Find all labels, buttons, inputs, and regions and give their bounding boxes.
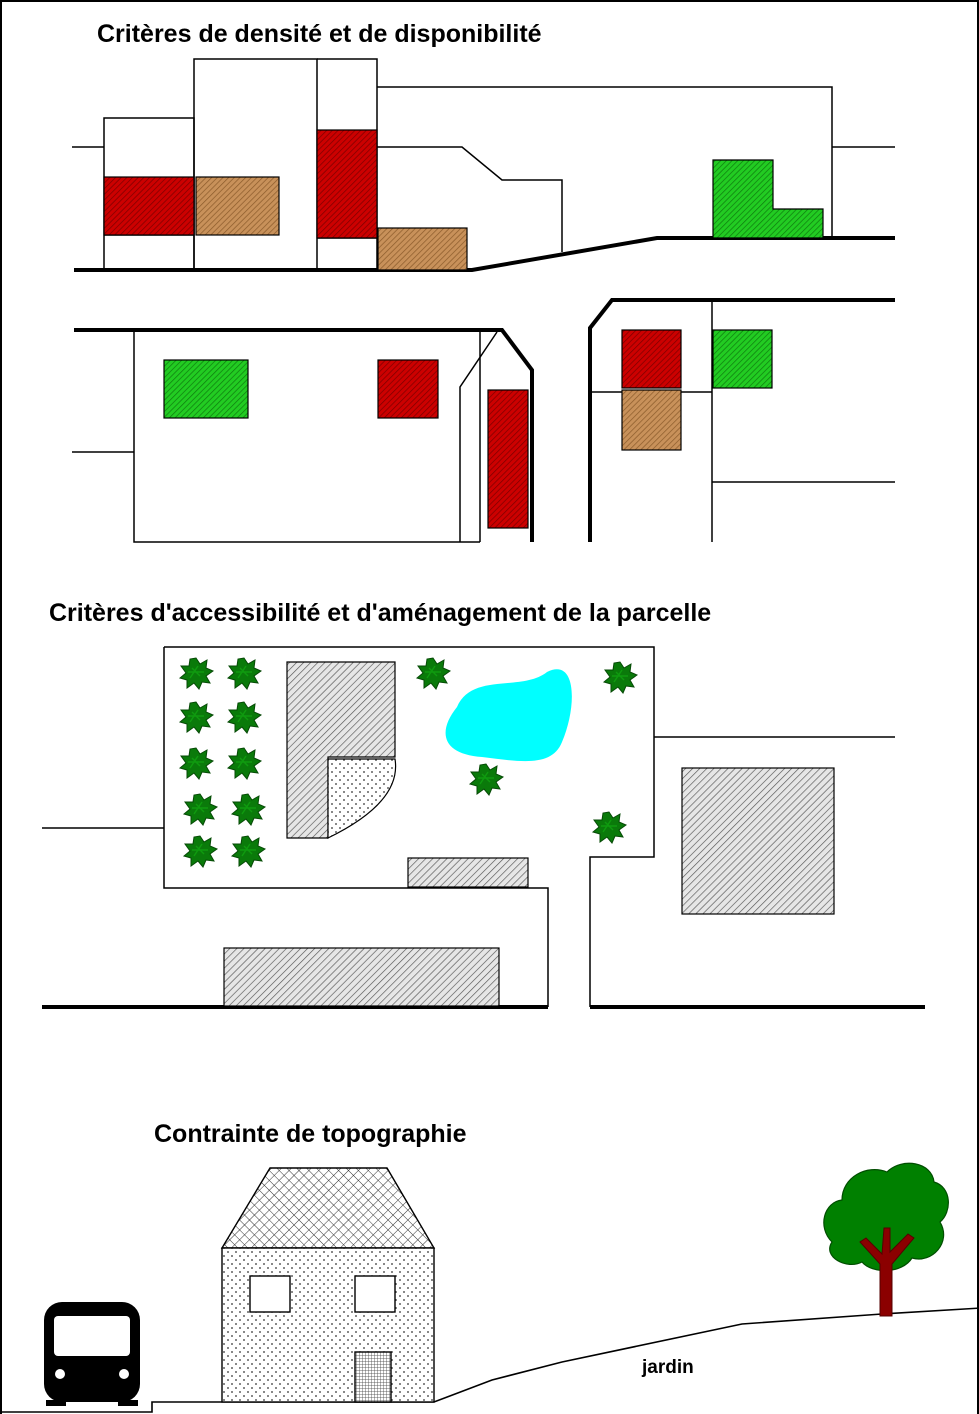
bush-icon [227, 747, 262, 780]
house-roof [220, 1167, 436, 1249]
parcel-red [103, 176, 195, 236]
parcel-tan [377, 227, 468, 271]
parcel-red [621, 329, 682, 389]
bush-icon [227, 701, 262, 734]
bush-icon [231, 793, 266, 826]
access-plan [42, 646, 925, 1009]
pond-shape [445, 669, 572, 762]
tree-foliage [823, 1162, 949, 1272]
density-plan [72, 58, 895, 543]
bush-icon [179, 747, 214, 780]
parcel-red [377, 359, 439, 419]
house-door [354, 1351, 392, 1403]
house-wall [221, 1247, 435, 1403]
bush-icon [179, 657, 214, 690]
bush-icon [183, 835, 218, 868]
bush-icon [592, 811, 627, 844]
building-hatched [407, 857, 529, 888]
bush-icon [603, 661, 638, 694]
building-hatched [286, 661, 396, 839]
tree-icon [823, 1162, 949, 1317]
density-parcels [103, 129, 824, 529]
terrace-dotted [327, 758, 397, 839]
parcel-red [487, 389, 529, 529]
parcel-green [712, 329, 773, 389]
building-hatched [223, 947, 500, 1007]
density-section-title: Critères de densité et de disponibilité [97, 20, 542, 48]
house-icon [220, 1167, 436, 1403]
bush-icon [183, 793, 218, 826]
parcel-green [712, 159, 824, 239]
garden-label: jardin [642, 1357, 694, 1378]
tree-trunk [859, 1227, 915, 1317]
house-window [354, 1275, 396, 1313]
parcel-tan [195, 176, 280, 236]
parcel-red [316, 129, 378, 239]
access-section-title: Critères d'accessibilité et d'aménagemen… [49, 599, 712, 627]
building-hatched [681, 767, 835, 915]
bush-icon [416, 657, 451, 690]
parcel-tan [621, 389, 682, 451]
parcel-green [163, 359, 249, 419]
ground-line [2, 1307, 977, 1413]
bush-icon [179, 701, 214, 734]
house-window [249, 1275, 291, 1313]
access-buildings [223, 661, 835, 1007]
bush-icon [227, 657, 262, 690]
topo-section-title: Contrainte de topographie [154, 1120, 467, 1148]
bus-icon [44, 1302, 140, 1406]
topo-scene [2, 1162, 977, 1413]
bush-icon [231, 835, 266, 868]
bush-icon [469, 763, 504, 796]
